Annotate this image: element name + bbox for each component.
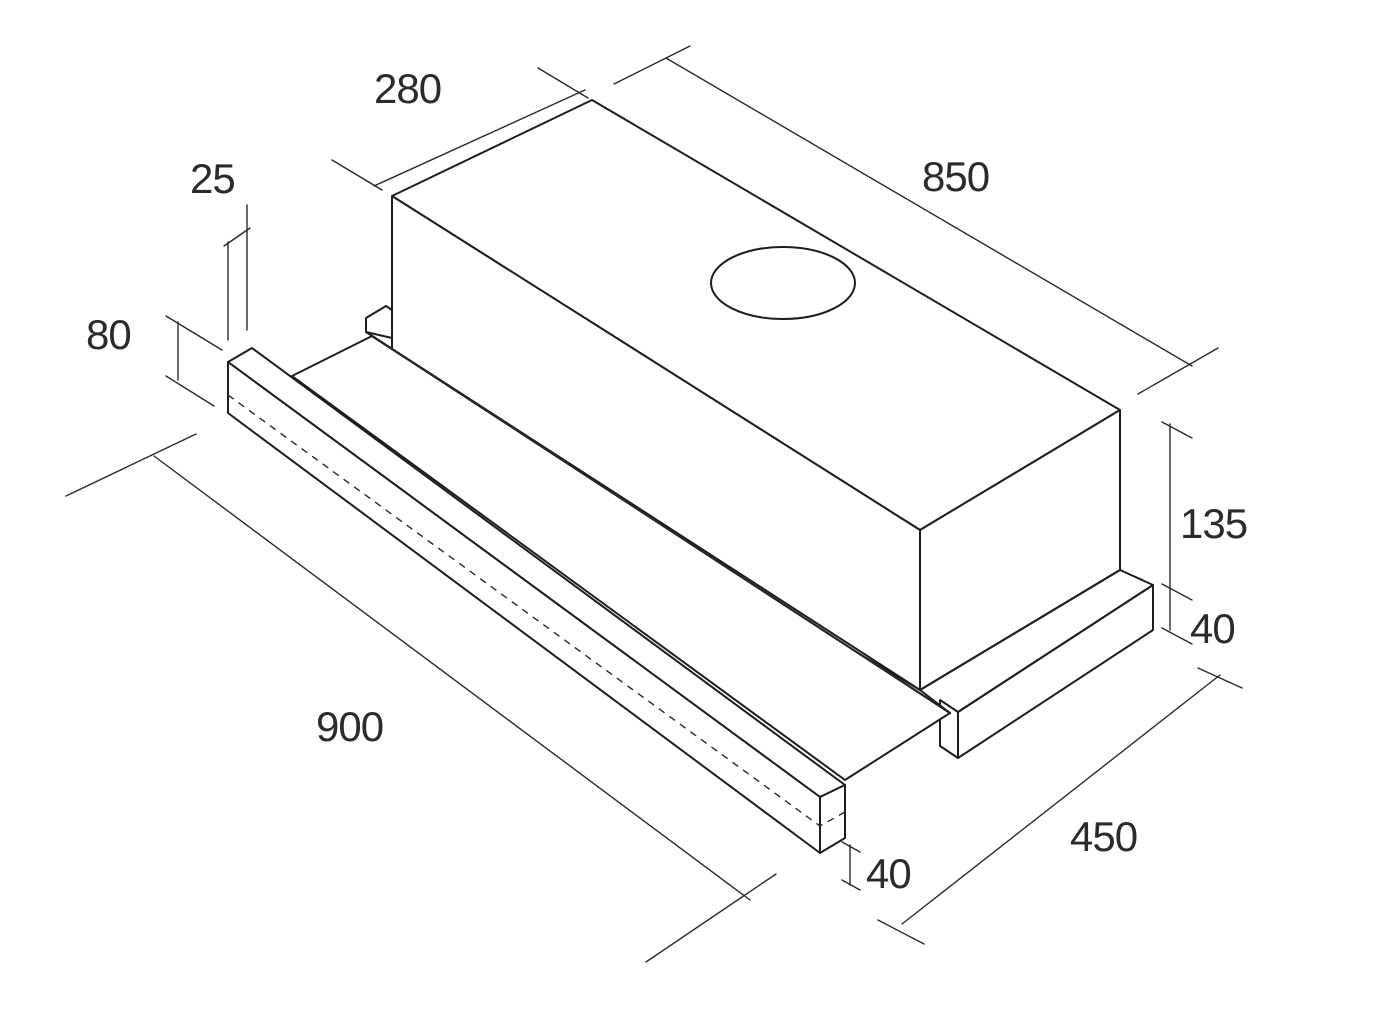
front-panel-bar [227,347,846,854]
dimension-label-40-base: 40 [1190,605,1236,652]
dimension-label-850: 850 [922,153,990,200]
dimension-label-450: 450 [1070,813,1138,860]
base-tray-top-edge [919,569,1154,713]
upper-housing [391,99,1121,691]
dimension-label-80: 80 [86,311,132,358]
dimension-label-25: 25 [190,155,236,202]
dimension-label-280: 280 [374,65,442,112]
dimension-label-135: 135 [1180,500,1248,547]
visor-inner-edge [385,344,936,704]
dimension-lines [65,45,1243,963]
sliding-visor [291,305,951,781]
visor-left-rail [365,305,393,339]
dimension-label-40-front: 40 [866,850,912,897]
dimension-label-900: 900 [316,703,384,750]
duct-outlet-circle [710,246,856,320]
front-panel-hidden-line [227,394,846,827]
